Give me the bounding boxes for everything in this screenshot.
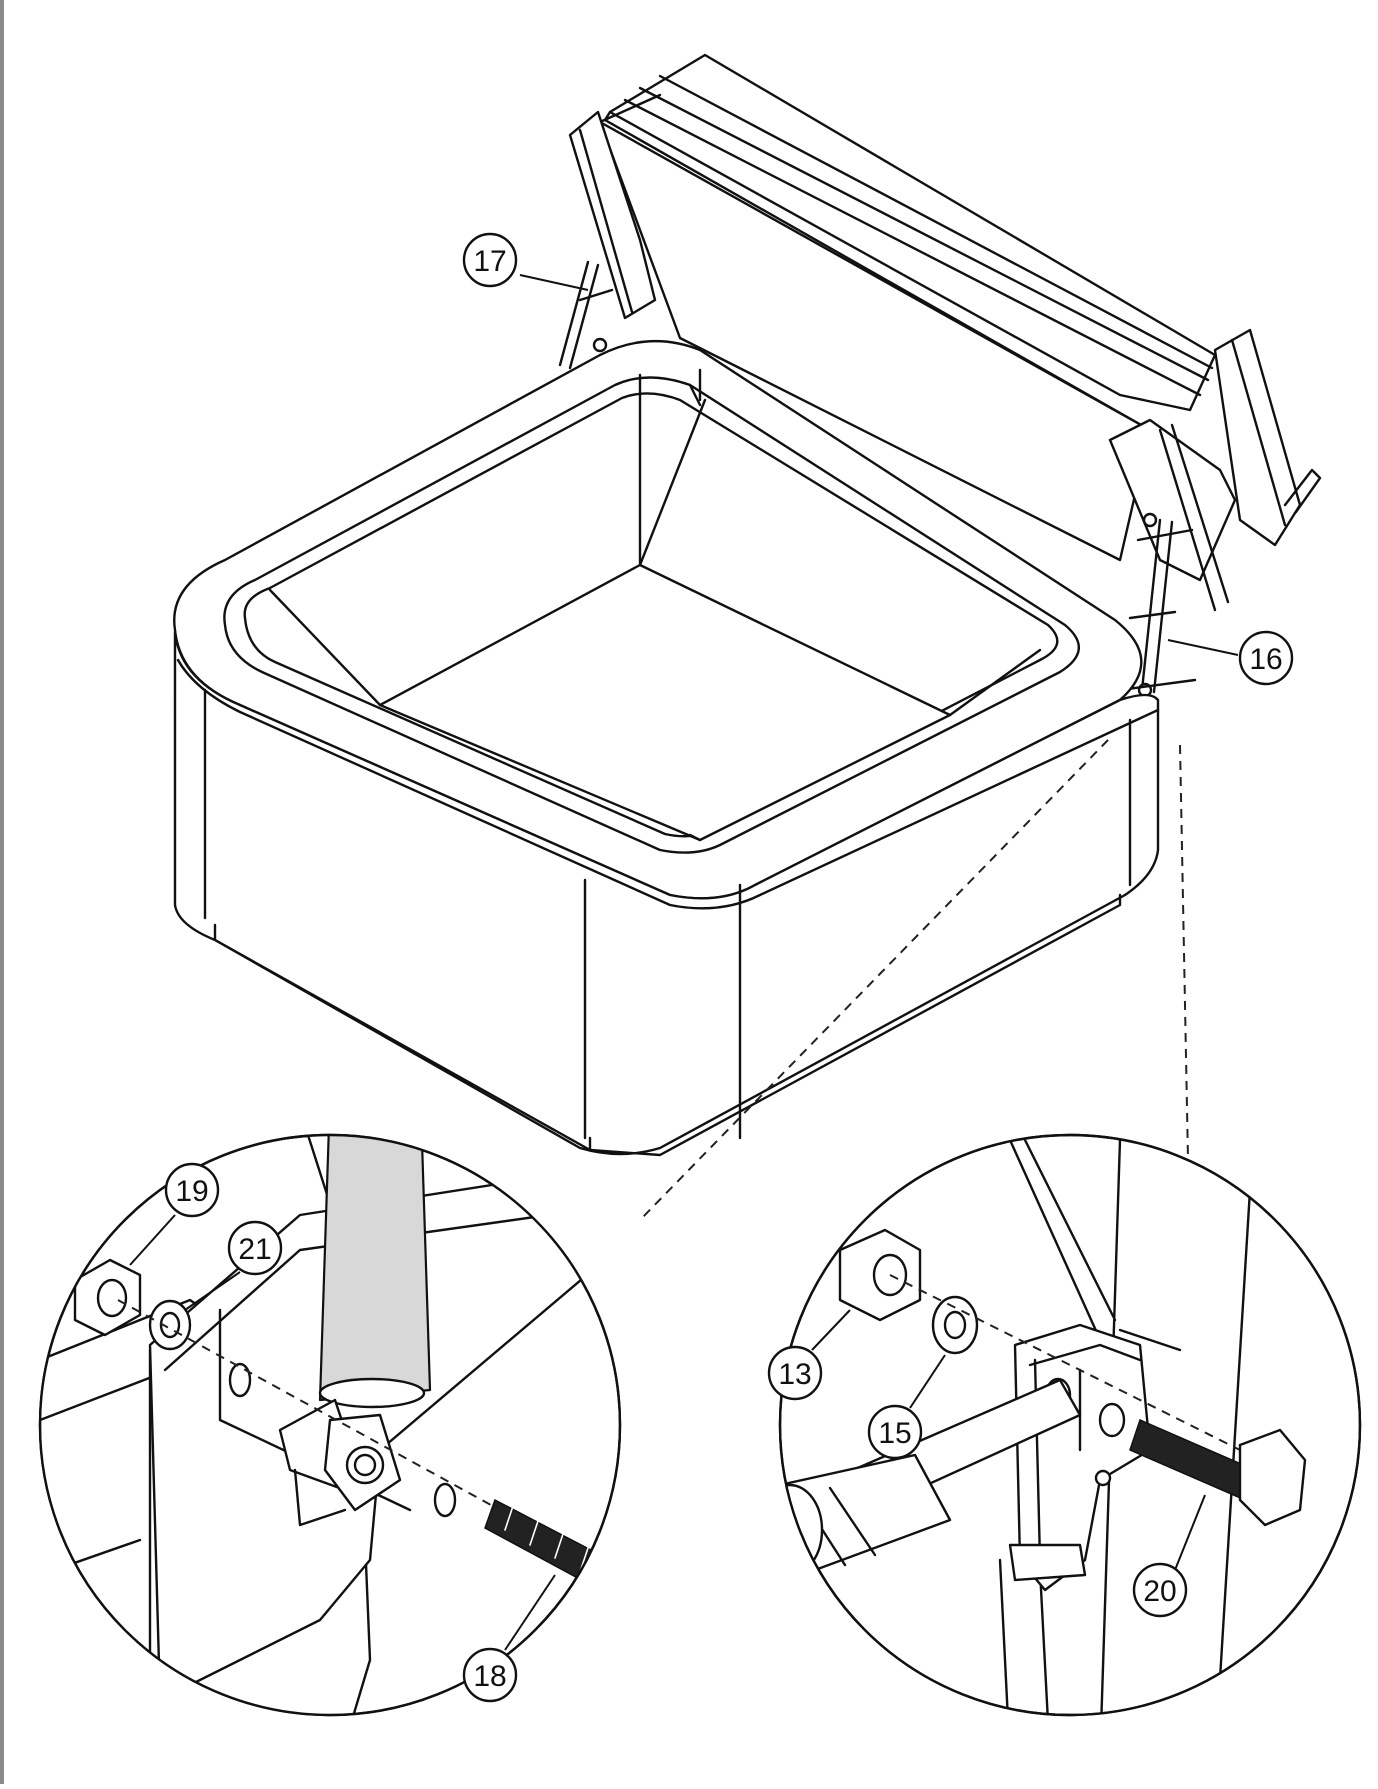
detail-leader-right (1179, 744, 1189, 1161)
callout-label-18: 18 (473, 1660, 506, 1693)
callout-label-20: 20 (1143, 1575, 1176, 1608)
callout-19: 19 (129, 1162, 220, 1266)
callout-label-17: 17 (473, 245, 506, 278)
callout-21: 21 (184, 1220, 283, 1311)
callout-label-16: 16 (1249, 643, 1282, 676)
page-edge (0, 0, 4, 1784)
callout-label-19: 19 (175, 1175, 208, 1208)
detail-view-right (778, 1133, 1362, 1717)
spa-tub (173, 339, 1160, 1157)
callout-label-15: 15 (878, 1417, 911, 1450)
callout-17: 17 (462, 232, 589, 291)
callout-13: 13 (767, 1309, 851, 1401)
callout-label-13: 13 (778, 1358, 811, 1391)
callout-label-21: 21 (238, 1233, 271, 1266)
callout-18: 18 (462, 1574, 556, 1703)
detail-view-left (38, 1133, 622, 1717)
spa-lid (568, 53, 1322, 612)
callout-16: 16 (1167, 630, 1294, 686)
callout-20: 20 (1132, 1494, 1206, 1618)
callout-15: 15 (867, 1354, 946, 1460)
gas-strut-left (558, 260, 614, 370)
